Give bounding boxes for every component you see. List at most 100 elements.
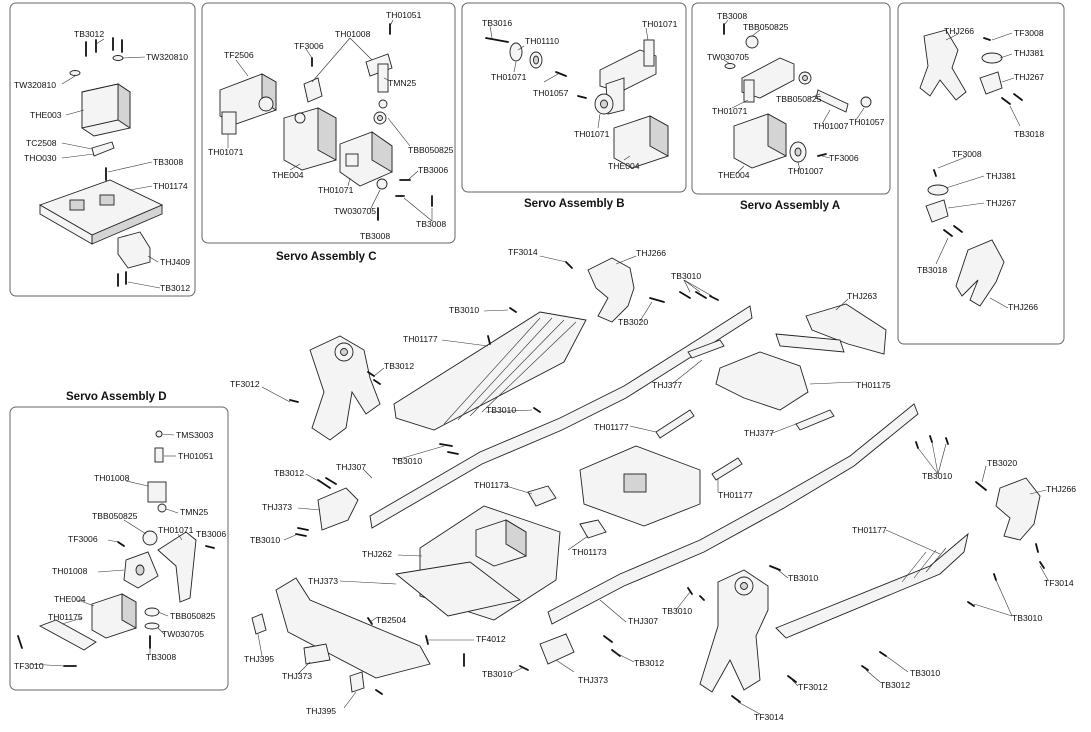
label-th01071: TH01071 — [642, 19, 678, 29]
label-tb3008: TB3008 — [360, 231, 390, 241]
label-tb3010: TB3010 — [922, 471, 952, 481]
label-thj373: THJ373 — [282, 671, 312, 681]
label-tf3006: TF3006 — [294, 41, 324, 51]
label-tb3018: TB3018 — [1014, 129, 1044, 139]
label-tb3012: TB3012 — [880, 680, 910, 690]
label-tf3008: TF3008 — [952, 149, 982, 159]
label-tb3016: TB3016 — [482, 18, 512, 28]
label-th01007: TH01007 — [788, 166, 824, 176]
label-tw030705: TW030705 — [707, 52, 749, 62]
label-tb3012: TB3012 — [160, 283, 190, 293]
label-th01173: TH01173 — [474, 480, 509, 490]
label-tbb050825: TBB050825 — [170, 611, 216, 621]
label-tmn25: TMN25 — [180, 507, 208, 517]
title-servo-assembly-d: Servo Assembly D — [66, 391, 167, 403]
title-servo-assembly-b: Servo Assembly B — [524, 198, 625, 210]
label-th01007: TH01007 — [813, 121, 849, 131]
label-tmn25: TMN25 — [388, 78, 416, 88]
panel-servo-assembly-b: TB3016 TH01110 TH01071 TH01071 TH01057 T… — [461, 2, 687, 193]
label-tb3010: TB3010 — [662, 606, 692, 616]
label-th01174: TH01174 — [153, 181, 188, 191]
label-thj395: THJ395 — [244, 654, 274, 664]
label-tb3018: TB3018 — [917, 265, 947, 275]
label-tw320810: TW320810 — [14, 80, 56, 90]
label-tf3010: TF3010 — [14, 661, 44, 671]
label-tw030705: TW030705 — [162, 629, 204, 639]
label-tb3010: TB3010 — [392, 456, 422, 466]
label-tb3012: TB3012 — [74, 29, 104, 39]
label-th01057: TH01057 — [849, 117, 885, 127]
label-th01177: TH01177 — [403, 334, 438, 344]
label-tb3008: TB3008 — [153, 157, 183, 167]
label-th01071: TH01071 — [158, 525, 194, 535]
label-thj373: THJ373 — [262, 502, 292, 512]
label-the003: THE003 — [30, 110, 62, 120]
main-chassis-assembly: TF3014 THJ266 TB3010 TB3020 TB3010 THJ26… — [230, 247, 1076, 722]
label-th01173: TH01173 — [572, 547, 607, 557]
label-tb2504: TB2504 — [376, 615, 406, 625]
label-tb3010: TB3010 — [788, 573, 818, 583]
panel-servo-assembly-c: TF2506 TF3006 TH01008 TH01051 TMN25 TH01… — [201, 2, 456, 244]
label-tb3020: TB3020 — [987, 458, 1017, 468]
label-tf3014: TF3014 — [754, 712, 784, 722]
label-tb3012: TB3012 — [274, 468, 304, 478]
label-th01071: TH01071 — [208, 147, 244, 157]
label-th01175: TH01175 — [856, 380, 891, 390]
label-thj377: THJ377 — [652, 380, 682, 390]
label-tb3008: TB3008 — [717, 11, 747, 21]
panel-shock-mounts: THJ266 TF3008 THJ381 THJ267 TB3018 TF300… — [897, 2, 1065, 345]
label-tb3008: TB3008 — [416, 219, 446, 229]
label-tb3008: TB3008 — [146, 652, 176, 662]
label-tho030: THO030 — [24, 153, 57, 163]
label-tf3014: TF3014 — [508, 247, 538, 257]
label-tbb050825: TBB050825 — [408, 145, 454, 155]
label-th01008: TH01008 — [52, 566, 88, 576]
label-tw030705: TW030705 — [334, 206, 376, 216]
label-thj409: THJ409 — [160, 257, 190, 267]
label-tb3020: TB3020 — [618, 317, 648, 327]
panel-main-servo-mount: TB3012 TW320810 TW320810 THE003 TC2508 T… — [9, 2, 196, 297]
label-th01071: TH01071 — [712, 106, 748, 116]
label-tms3003: TMS3003 — [176, 430, 213, 440]
label-tb3010: TB3010 — [486, 405, 516, 415]
label-th01177: TH01177 — [718, 490, 753, 500]
label-tf3006: TF3006 — [68, 534, 98, 544]
label-th01057: TH01057 — [533, 88, 569, 98]
panel-servo-assembly-d: TMS3003 TH01051 TH01008 TMN25 TBB050825 … — [9, 406, 229, 691]
label-the004: THE004 — [54, 594, 86, 604]
label-tbb050825: TBB050825 — [743, 22, 789, 32]
label-thj377: THJ377 — [744, 428, 774, 438]
label-tf2506: TF2506 — [224, 50, 254, 60]
title-servo-assembly-c: Servo Assembly C — [276, 251, 377, 263]
label-thj266: THJ266 — [1008, 302, 1038, 312]
label-tb3006: TB3006 — [418, 165, 448, 175]
label-th01177: TH01177 — [594, 422, 629, 432]
label-thj373: THJ373 — [308, 576, 338, 586]
label-th01008: TH01008 — [94, 473, 130, 483]
label-tf3012: TF3012 — [798, 682, 828, 692]
label-tc2508: TC2508 — [26, 138, 57, 148]
label-th01051: TH01051 — [178, 451, 214, 461]
label-th01071: TH01071 — [574, 129, 610, 139]
label-tf3006: TF3006 — [829, 153, 859, 163]
label-thj381: THJ381 — [986, 171, 1016, 181]
label-thj266: THJ266 — [636, 248, 666, 258]
label-thj263: THJ263 — [847, 291, 877, 301]
label-th01008: TH01008 — [335, 29, 371, 39]
label-tb3010: TB3010 — [671, 271, 701, 281]
label-tf3012: TF3012 — [230, 379, 260, 389]
label-the004: THE004 — [608, 161, 640, 171]
label-the004: THE004 — [718, 170, 750, 180]
label-tb3012: TB3012 — [384, 361, 414, 371]
label-th01071: TH01071 — [318, 185, 354, 195]
label-tf3014: TF3014 — [1044, 578, 1074, 588]
label-tbb050825: TBB050825 — [92, 511, 138, 521]
label-tf4012: TF4012 — [476, 634, 506, 644]
label-thj307: THJ307 — [628, 616, 658, 626]
label-thj307: THJ307 — [336, 462, 366, 472]
label-tbb050825: TBB050825 — [776, 94, 822, 104]
label-tb3010: TB3010 — [1012, 613, 1042, 623]
label-the004: THE004 — [272, 170, 304, 180]
title-servo-assembly-a: Servo Assembly A — [740, 200, 840, 212]
